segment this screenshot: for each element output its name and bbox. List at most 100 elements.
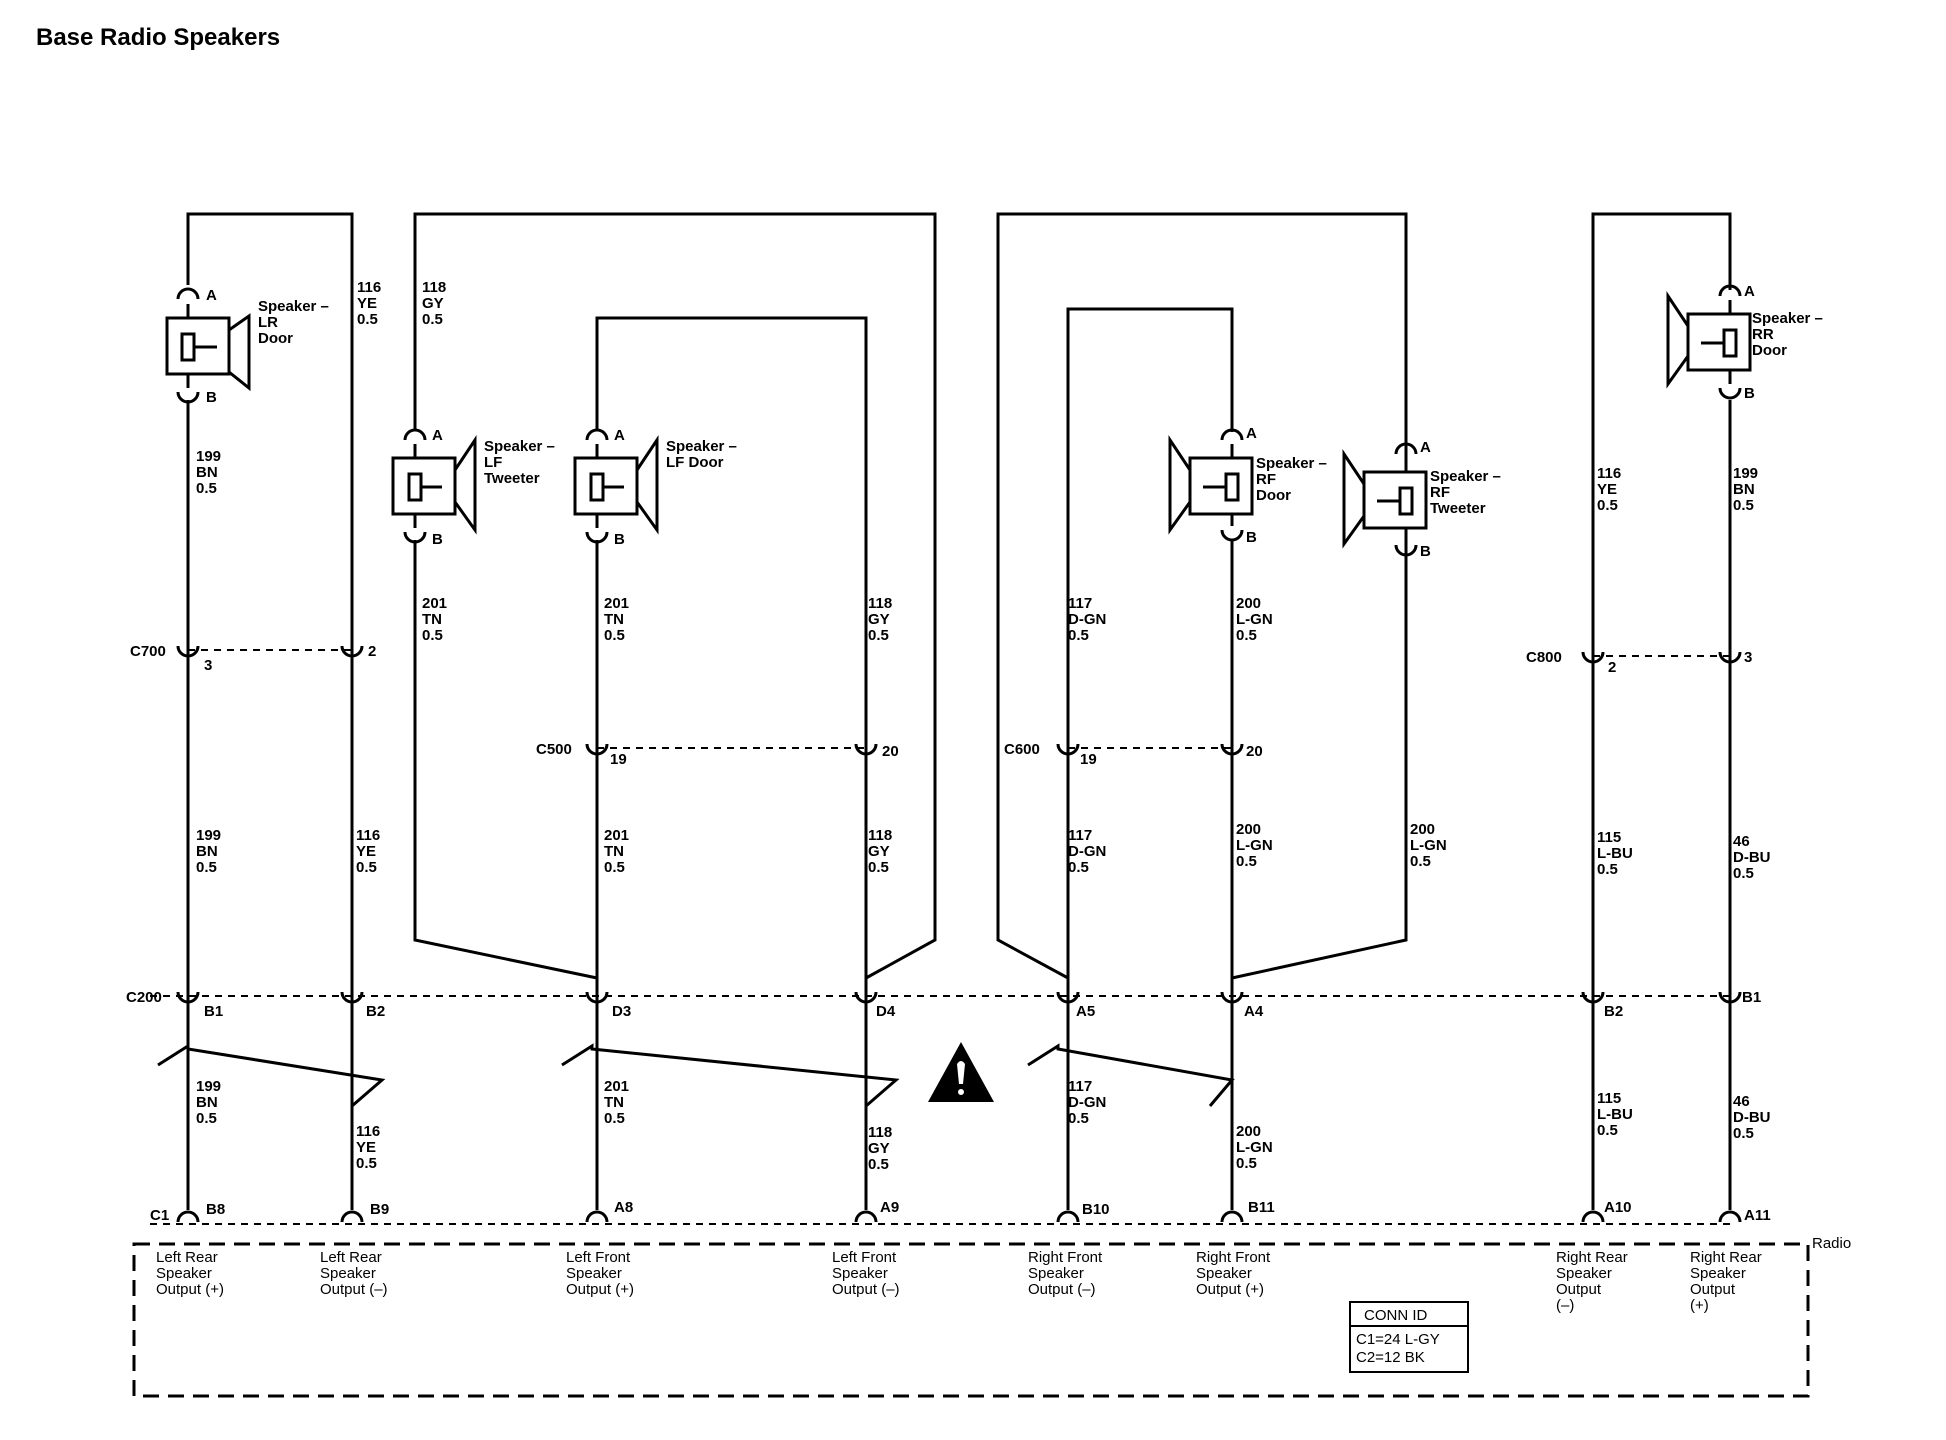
pin-label: B1 bbox=[204, 1003, 223, 1020]
connector-name: C700 bbox=[130, 643, 166, 660]
pin-label: A bbox=[614, 427, 625, 444]
pin-label: B1 bbox=[1742, 989, 1761, 1006]
pin-label: 20 bbox=[1246, 743, 1263, 760]
connector-name: C800 bbox=[1526, 649, 1562, 666]
pin-label: D3 bbox=[612, 1003, 631, 1020]
pin-label: A bbox=[206, 287, 217, 304]
connector-name: C500 bbox=[536, 741, 572, 758]
pin-label: A bbox=[432, 427, 443, 444]
pin-label: A8 bbox=[614, 1199, 633, 1216]
radio-box bbox=[132, 1242, 1810, 1398]
terminals bbox=[176, 284, 1742, 1223]
connector-name: C600 bbox=[1004, 741, 1040, 758]
pin-label: B2 bbox=[1604, 1003, 1623, 1020]
pin-label: B bbox=[1744, 385, 1755, 402]
speaker-rf-tweeter bbox=[1342, 449, 1428, 549]
pin-label: D4 bbox=[876, 1003, 896, 1020]
wire-rf-tweeter-plus bbox=[996, 212, 1408, 980]
speaker-lf-tweeter bbox=[391, 435, 477, 535]
pin-label: A9 bbox=[880, 1199, 899, 1216]
pin-label: A5 bbox=[1076, 1003, 1095, 1020]
speaker-rf-door bbox=[1168, 435, 1254, 535]
wire-lr-loop bbox=[186, 212, 354, 1210]
conn-id-row: C2=12 BK bbox=[1356, 1349, 1425, 1366]
pin-label: A4 bbox=[1244, 1003, 1264, 1020]
pin-label: B8 bbox=[206, 1201, 225, 1218]
page-title: Base Radio Speakers bbox=[36, 24, 281, 51]
wire-lf-tweeter-minus bbox=[413, 540, 598, 980]
pin-label: 19 bbox=[1080, 751, 1097, 768]
pin-label: B10 bbox=[1082, 1201, 1110, 1218]
pin-label: B bbox=[614, 531, 625, 548]
pin-label: A bbox=[1744, 283, 1755, 300]
caution-icon bbox=[928, 1042, 994, 1102]
pin-label: 19 bbox=[610, 751, 627, 768]
connector-lines bbox=[150, 649, 1730, 1225]
wire-rf-door-minus bbox=[1066, 307, 1234, 1210]
pin-label: B2 bbox=[366, 1003, 385, 1020]
connector-name: C1 bbox=[150, 1207, 169, 1224]
speaker-lf-door bbox=[573, 435, 659, 535]
pin-label: A10 bbox=[1604, 1199, 1632, 1216]
speaker-label: Speaker –LF Door bbox=[666, 438, 737, 471]
pin-label: B bbox=[432, 531, 443, 548]
wire-rr-loop bbox=[1591, 212, 1732, 1210]
pin-label: 2 bbox=[368, 643, 376, 660]
pin-label: 3 bbox=[1744, 649, 1752, 666]
wire-rf-tweeter-minus bbox=[1231, 445, 1408, 980]
conn-id-row: C1=24 L-GY bbox=[1356, 1331, 1440, 1348]
connector-name: C200 bbox=[126, 989, 162, 1006]
conn-id-title: CONN ID bbox=[1364, 1307, 1428, 1324]
break-marks bbox=[157, 1043, 1235, 1108]
wire-lf-tweeter-plus bbox=[413, 212, 937, 980]
pin-label: B bbox=[1246, 529, 1257, 546]
wire-lf-door-plus bbox=[595, 316, 868, 1210]
pin-label: A bbox=[1246, 425, 1257, 442]
pin-label: 2 bbox=[1608, 659, 1616, 676]
speaker-rr-door bbox=[1666, 291, 1752, 389]
radio-label: Radio bbox=[1812, 1235, 1851, 1252]
pin-label: A11 bbox=[1744, 1207, 1771, 1224]
speaker-lr-door bbox=[165, 304, 251, 392]
pin-label: B bbox=[1420, 543, 1431, 560]
